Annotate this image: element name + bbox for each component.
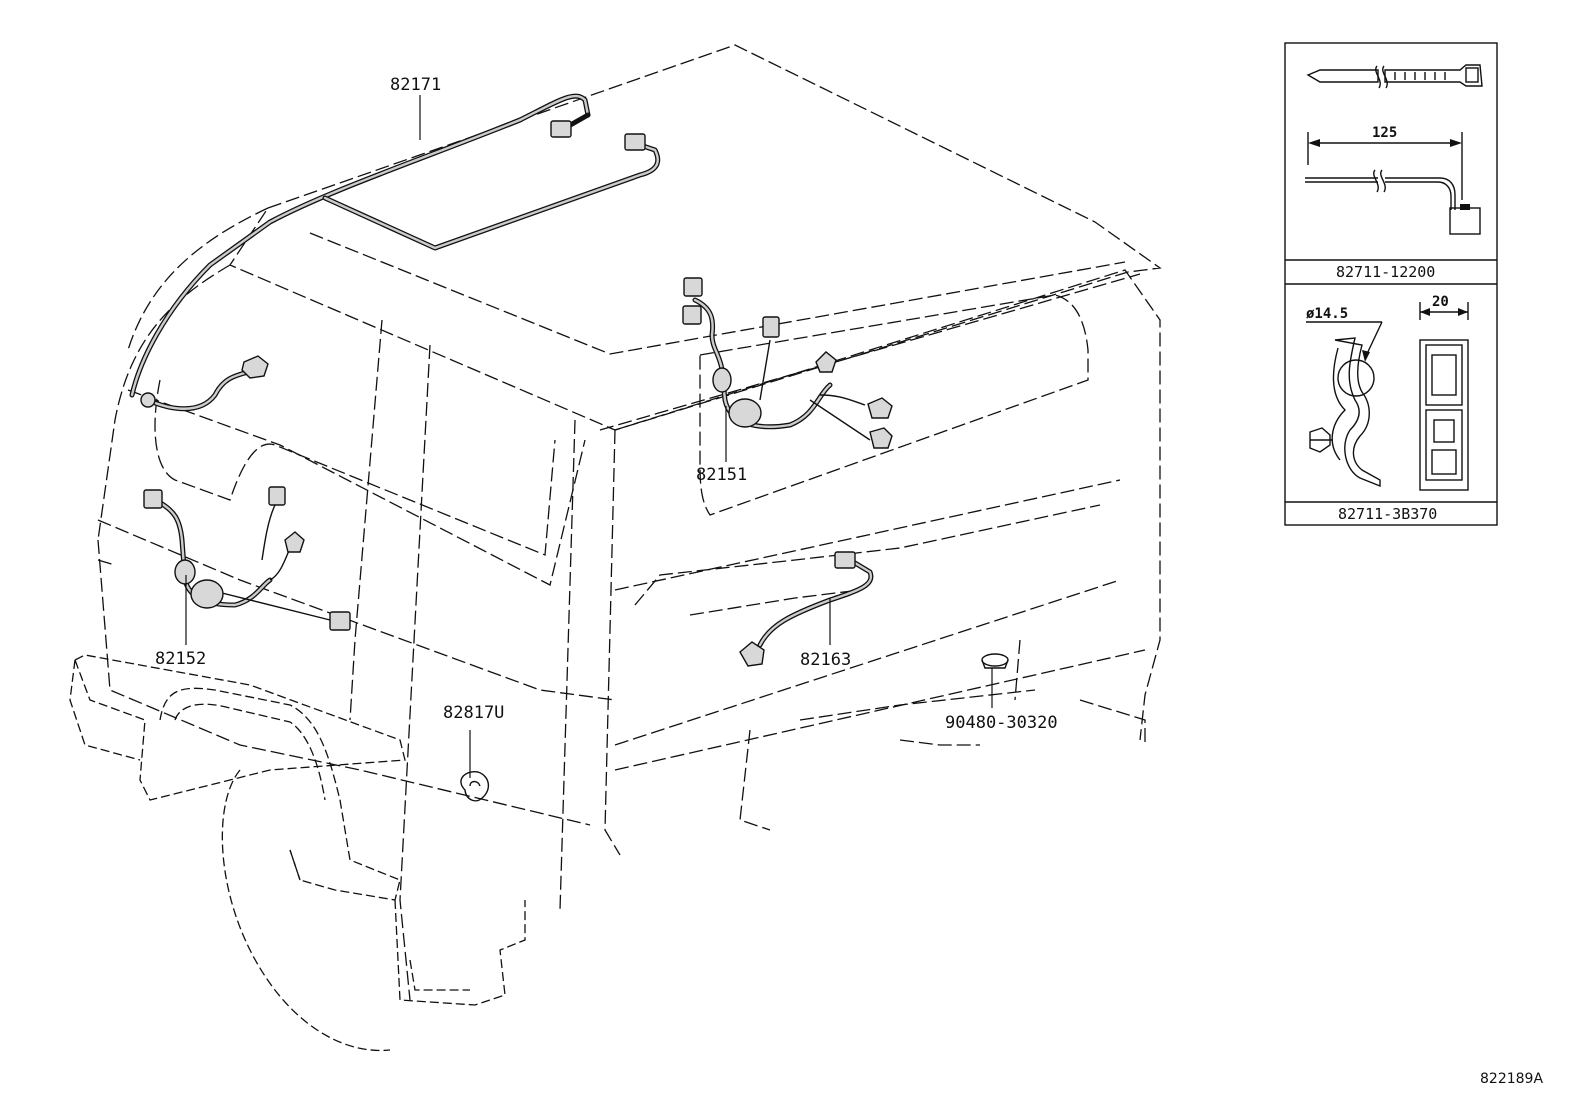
detail-panel: 125 82711-12200 ø14.5 20 [1284,42,1498,526]
dimension-value: 125 [1372,125,1397,141]
dimension-125: 125 [1305,125,1481,235]
part-number-82711-3B370: 82711-3B370 [1338,505,1437,523]
connector [762,316,780,338]
label-82152: 82152 [155,649,206,669]
leader-lines [185,95,993,778]
connector [834,551,856,569]
width-label: 20 [1432,294,1449,310]
connector [268,486,286,506]
rear-harness-82163 [739,551,874,667]
connector [624,133,646,151]
vehicle-body-outline [69,44,1162,1052]
connector [869,427,893,449]
cable-tie-illustration [1306,64,1483,89]
connector [329,611,351,631]
clamp-front-illustration: 20 [1419,294,1469,491]
roof-harness-82171 [129,93,661,398]
connector [815,351,837,373]
label-82171: 82171 [390,75,441,95]
label-82163: 82163 [800,650,851,670]
connector [550,120,572,138]
side-harness-82152 [143,486,351,631]
connector [241,355,269,379]
side-harness-82151 [682,277,893,449]
clamp-profile-illustration: ø14.5 [1306,306,1383,488]
label-82817U: 82817U [443,703,504,723]
connector [739,641,765,667]
diameter-label: ø14.5 [1306,306,1348,322]
figure-code: 822189A [1480,1071,1543,1087]
connector [867,397,893,419]
plug-90480-30320 [981,653,1009,669]
connector [143,489,163,509]
left-upper-harness [140,355,269,412]
label-90480-30320: 90480-30320 [945,713,1058,733]
label-82151: 82151 [696,465,747,485]
connector [683,277,703,297]
part-number-82711-12200: 82711-12200 [1336,263,1435,281]
connector [682,305,702,325]
connector [284,531,305,553]
clamp-82817U [460,771,489,802]
